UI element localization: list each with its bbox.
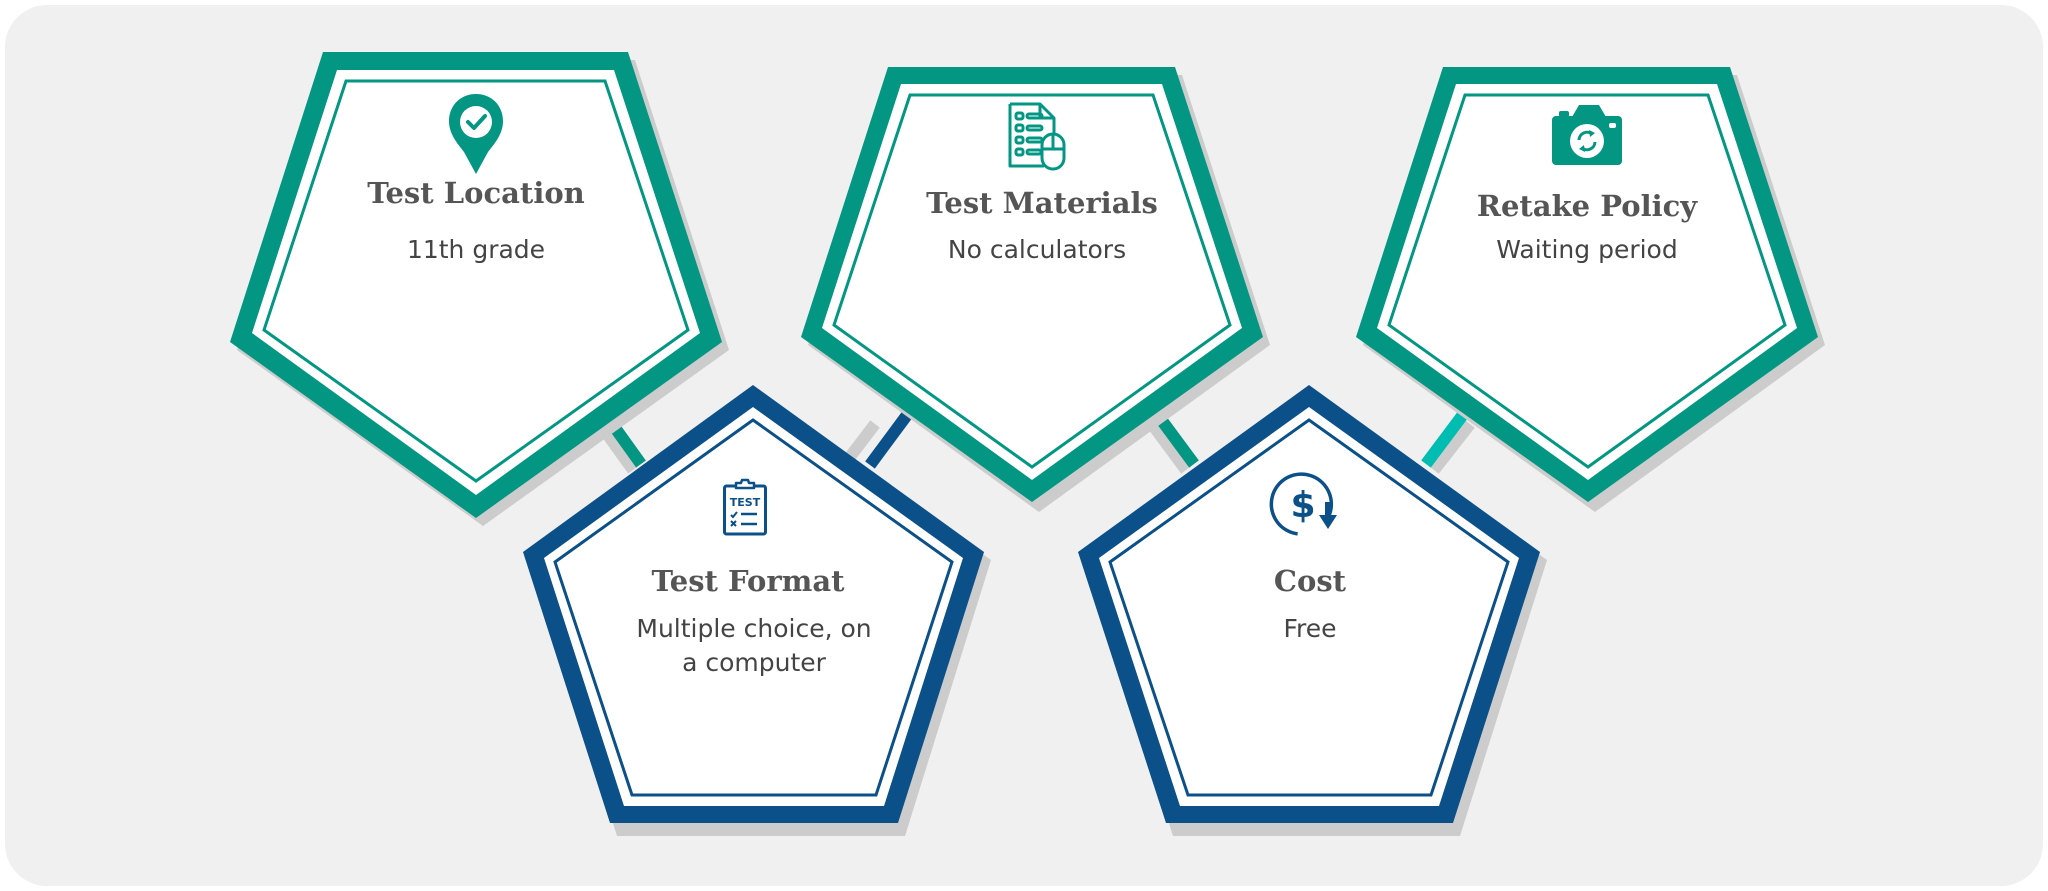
card-title: Test Location [367, 176, 585, 210]
card-inner-line [553, 418, 954, 797]
document-mouse-icon [1008, 102, 1066, 171]
card-title: Cost [1274, 564, 1347, 598]
card-inner-line [1108, 418, 1510, 797]
card-retake-policy: Retake Policy Waiting period [1356, 67, 1825, 512]
card-title: Test Format [651, 564, 845, 598]
connector-cost-retake [1421, 412, 1475, 474]
svg-text:$: $ [1290, 485, 1315, 526]
card-title: Test Materials [926, 186, 1158, 220]
card-subtitle-line-2: a computer [682, 648, 827, 677]
card-subtitle: 11th grade [407, 235, 545, 264]
card-inner-line [262, 79, 690, 483]
card-subtitle: No calculators [948, 235, 1126, 264]
camera-refresh-icon [1552, 105, 1622, 165]
svg-text:TEST: TEST [730, 496, 761, 509]
clipboard-test-icon: TEST [723, 478, 767, 536]
card-subtitle: Free [1283, 614, 1336, 643]
card-inner-line [832, 93, 1232, 469]
map-pin-check-icon [449, 94, 503, 174]
card-test-materials: Test Materials No calculators [801, 67, 1270, 512]
card-cost: $ Cost Free [1078, 385, 1547, 836]
card-subtitle-line-1: Multiple choice, on [636, 614, 871, 643]
dollar-down-icon: $ [1269, 472, 1337, 536]
card-subtitle: Waiting period [1496, 235, 1677, 264]
connector-materials-cost [1147, 414, 1199, 474]
card-test-location: Test Location 11th grade [230, 52, 729, 526]
card-test-format: TEST Test Format Multiple choice, on a c… [523, 385, 991, 836]
card-title: Retake Policy [1477, 189, 1698, 223]
card-inner-line [1387, 93, 1787, 469]
